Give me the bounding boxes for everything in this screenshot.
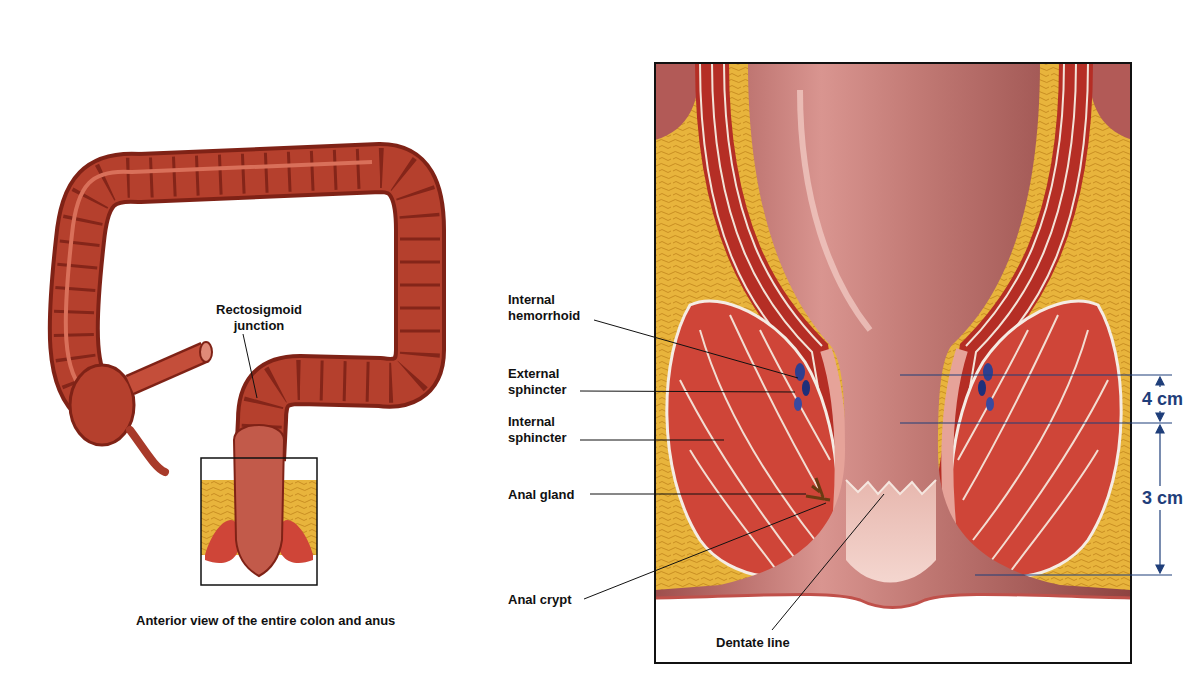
part-label: Internal hemorrhoid (508, 292, 598, 324)
part-label: External sphincter (508, 366, 598, 398)
dimension-label: 4 cm (1140, 387, 1185, 411)
part-label: Dentate line (716, 635, 790, 651)
caption: Anterior view of the entire colon and an… (136, 613, 395, 629)
part-label: Rectosigmoid junction (204, 302, 314, 334)
part-label: Internal sphincter (508, 414, 598, 446)
dimension-label: 3 cm (1140, 486, 1185, 510)
part-label: Anal crypt (508, 592, 572, 608)
part-label: Anal gland (508, 487, 574, 503)
